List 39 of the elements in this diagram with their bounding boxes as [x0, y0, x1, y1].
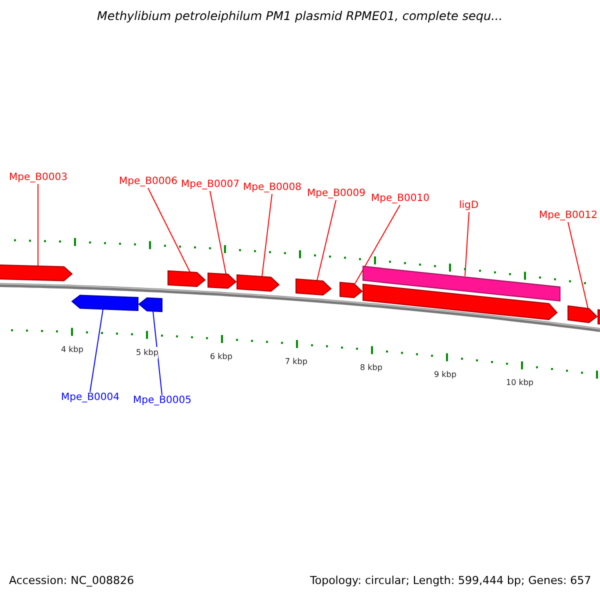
- leader-line: [316, 200, 336, 282]
- gene-block: [568, 305, 598, 324]
- leader-line: [464, 212, 470, 277]
- gene-label: Mpe_B0012: [539, 210, 598, 222]
- scale-label: 6 kbp: [210, 350, 232, 363]
- gene-bar: [362, 266, 560, 302]
- leader-line: [262, 194, 272, 278]
- gene-block: [362, 284, 558, 320]
- leader-line: [152, 310, 162, 396]
- info-text: Topology: circular; Length: 599,444 bp; Genes: 657: [310, 575, 592, 587]
- scale-label: 7 kbp: [285, 356, 308, 368]
- leader-line: [568, 222, 588, 309]
- gene-label: ligD: [459, 200, 479, 212]
- leader-line: [354, 204, 400, 284]
- scale-label: 9 kbp: [434, 369, 456, 382]
- gene-block: [236, 274, 280, 292]
- gene-label: Mpe_B0010: [371, 193, 430, 205]
- gene-label: Mpe_B0007: [181, 179, 240, 191]
- gene-label: Mpe_B0009: [307, 188, 366, 200]
- gene-block: [0, 264, 73, 282]
- scale-label: 10 kbp: [506, 377, 534, 390]
- scale-label: 8 kbp: [360, 362, 382, 374]
- title: Methylibium petroleiphilum PM1 plasmid RPME01, complete sequ...: [97, 10, 503, 22]
- leader-line: [148, 188, 190, 273]
- gene-label: Mpe_B0004: [61, 392, 120, 404]
- gene-label: Mpe_B0003: [9, 172, 68, 184]
- scale-label: 4 kbp: [61, 344, 84, 356]
- leader-line: [210, 190, 226, 275]
- scale-label: 5 kbp: [136, 346, 158, 359]
- gene-block: [296, 278, 332, 296]
- gene-block: [138, 297, 162, 312]
- gene-label: Mpe_B0006: [119, 176, 178, 188]
- gene-label: Mpe_B0008: [243, 182, 302, 194]
- gene-block: [208, 272, 237, 289]
- gene-label: Mpe_B0005: [133, 395, 192, 407]
- leader-line: [90, 308, 104, 392]
- info-text: Accession: NC_008826: [9, 575, 134, 587]
- gene-block: [340, 282, 363, 298]
- gene-block: [168, 270, 206, 287]
